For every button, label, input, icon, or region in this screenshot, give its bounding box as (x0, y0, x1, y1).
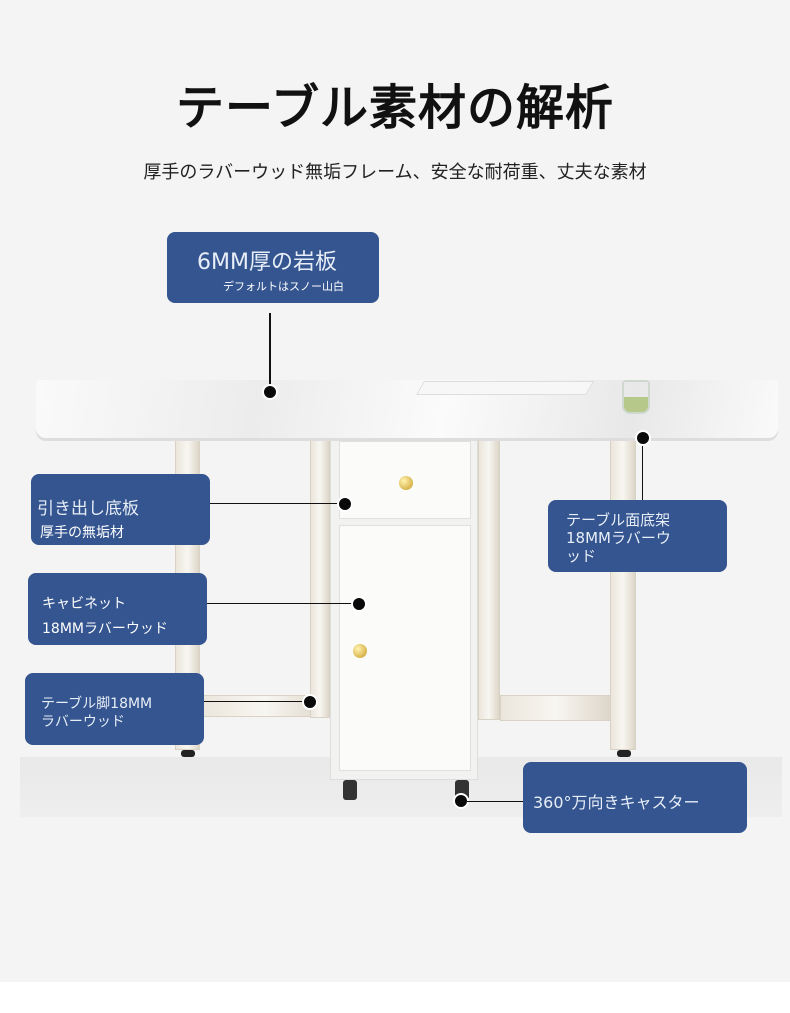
marker-dot (302, 694, 318, 710)
callout-title: 引き出し底板 (37, 499, 139, 519)
open-book (415, 381, 595, 395)
drawer (339, 441, 471, 519)
callout-title: 6MM厚の岩板 (197, 250, 337, 275)
table-top (36, 380, 778, 438)
foot-pad (617, 750, 631, 757)
marker-dot (337, 496, 353, 512)
callout-tabletop: 6MM厚の岩板 デフォルトはスノー山白 (167, 232, 379, 303)
callout-note: 厚手の無垢材 (40, 525, 124, 541)
cabinet-door (339, 525, 471, 771)
table-post-middle (478, 438, 500, 720)
leader-line (207, 603, 359, 604)
leader-line (461, 801, 523, 802)
foot-pad (181, 750, 195, 757)
door-knob (353, 644, 367, 658)
table-leg-right (610, 438, 636, 750)
callout-note: 18MMラバーウッド (42, 621, 168, 637)
callout-frame: テーブル面底架18MMラバーウッド (548, 500, 727, 572)
glass-cup (622, 380, 650, 414)
marker-dot (351, 596, 367, 612)
page-subtitle: 厚手のラバーウッド無垢フレーム、安全な耐荷重、丈夫な素材 (143, 162, 647, 183)
callout-title: キャビネット (42, 596, 126, 612)
drawer-knob (399, 476, 413, 490)
callout-drawer: 引き出し底板 厚手の無垢材 (31, 474, 210, 545)
cabinet (330, 438, 478, 780)
table-leg-inner-left (310, 438, 330, 718)
callout-note: デフォルトはスノー山白 (223, 280, 344, 293)
leader-line (204, 701, 310, 702)
page-title: テーブル素材の解析 (175, 80, 615, 136)
leader-line (642, 438, 643, 500)
callout-text: 360°万向きキャスター (533, 793, 700, 812)
caster-wheel (343, 780, 357, 800)
leader-line (269, 313, 271, 392)
callout-text: テーブル脚18MMラバーウッド (41, 696, 153, 730)
callout-table-leg: テーブル脚18MMラバーウッド (25, 673, 204, 745)
leg-crossbar-right (500, 695, 612, 721)
callout-text: テーブル面底架18MMラバーウッド (566, 511, 671, 565)
marker-dot (635, 430, 651, 446)
marker-dot (262, 384, 278, 400)
callout-cabinet: キャビネット 18MMラバーウッド (28, 573, 207, 645)
leader-line (210, 503, 345, 504)
callout-caster: 360°万向きキャスター (523, 762, 747, 833)
